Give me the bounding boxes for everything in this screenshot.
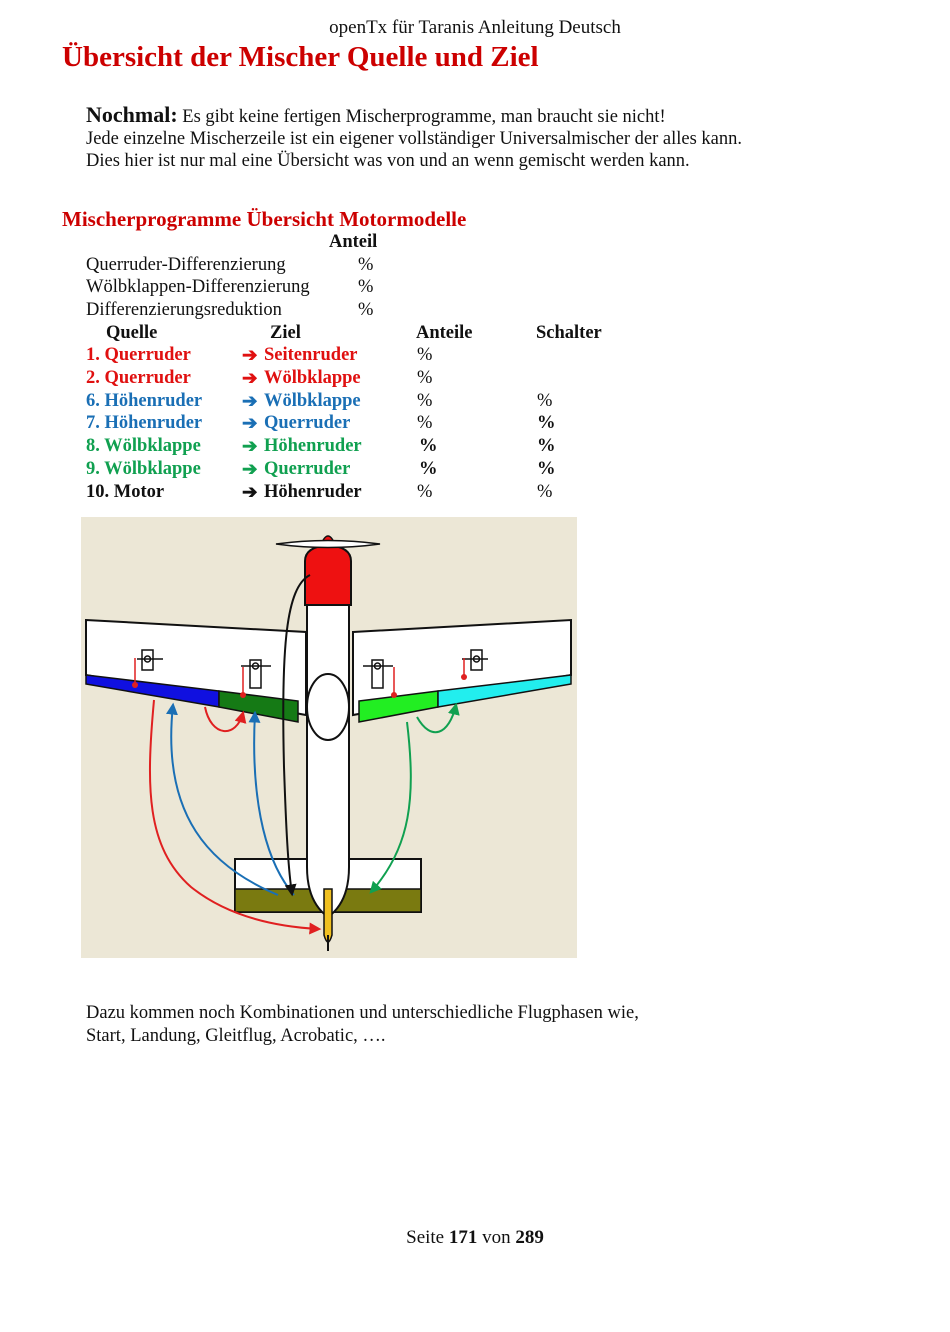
servo-icon xyxy=(363,659,393,689)
servo-icon xyxy=(137,649,163,671)
intro-line-1-text: Es gibt keine fertigen Mischerprogramme,… xyxy=(177,107,666,127)
canopy xyxy=(306,673,350,741)
mixer-target: Wölbklappe xyxy=(264,391,361,411)
mixer-switch: % xyxy=(537,391,553,411)
differential-label: Wölbklappen-Differenzierung xyxy=(86,277,310,297)
arrow-flap-to-aileron xyxy=(416,702,460,734)
page-prefix: Seite xyxy=(406,1227,449,1248)
mixer-target: Wölbklappe xyxy=(264,368,361,388)
column-header-shares: Anteile xyxy=(416,323,473,343)
arrow-icon: ➔ xyxy=(242,483,258,503)
arrow-elevator-to-flap xyxy=(248,710,295,896)
mixer-source: 7. Höhenruder xyxy=(86,413,203,433)
arrow-icon: ➔ xyxy=(242,437,258,457)
right-aileron xyxy=(437,674,572,708)
mixer-target: Querruder xyxy=(264,459,351,479)
page-number: Seite 171 von 289 xyxy=(0,1227,950,1249)
page-title: Übersicht der Mischer Quelle und Ziel xyxy=(62,41,539,73)
mixer-switch: % xyxy=(537,436,556,456)
mixer-switch: % xyxy=(537,413,556,433)
mixer-share: % xyxy=(417,413,433,433)
arrow-icon: ➔ xyxy=(242,369,258,389)
mixer-target: Seitenruder xyxy=(264,345,358,365)
servo-linkages xyxy=(134,658,465,695)
footer-text-line-2: Start, Landung, Gleitflug, Acrobatic, …. xyxy=(86,1026,386,1046)
intro-line-1: Nochmal: Es gibt keine fertigen Mischerp… xyxy=(86,102,666,128)
arrow-motor-to-elevator xyxy=(282,574,311,897)
differential-value: % xyxy=(358,277,374,297)
arrow-icon: ➔ xyxy=(242,414,258,434)
linkage-points xyxy=(132,674,467,698)
engine-cowling xyxy=(304,543,352,606)
mixer-source: 2. Querruder xyxy=(86,368,191,388)
page-total: 289 xyxy=(515,1227,544,1248)
arrow-aileron-to-flap xyxy=(204,706,247,732)
arrow-icon: ➔ xyxy=(242,346,258,366)
mixer-share: % xyxy=(419,459,438,479)
column-header-switch: Schalter xyxy=(536,323,602,343)
running-header: openTx für Taranis Anleitung Deutsch xyxy=(329,17,621,38)
anteil-header: Anteil xyxy=(329,232,378,252)
servo-icon xyxy=(462,649,488,671)
differential-value: % xyxy=(358,300,374,320)
arrow-elevator-to-aileron xyxy=(166,702,279,896)
differential-value: % xyxy=(358,255,374,275)
mixer-share: % xyxy=(417,482,433,502)
page-middle: von xyxy=(477,1227,516,1248)
intro-line-3: Dies hier ist nur mal eine Übersicht was… xyxy=(86,151,690,171)
mixer-switch: % xyxy=(537,459,556,479)
section-title: Mischerprogramme Übersicht Motormodelle xyxy=(62,207,467,231)
mixer-share: % xyxy=(417,345,433,365)
mixer-source: 6. Höhenruder xyxy=(86,391,203,411)
mixer-source: 8. Wölbklappe xyxy=(86,436,201,456)
fuselage xyxy=(306,576,350,919)
differential-label: Differenzierungsreduktion xyxy=(86,300,282,320)
mixer-source: 9. Wölbklappe xyxy=(86,459,201,479)
mixer-target: Querruder xyxy=(264,413,351,433)
footer-text-line-1: Dazu kommen noch Kombinationen und unter… xyxy=(86,1003,639,1023)
arrow-aileron-to-rudder xyxy=(149,699,322,935)
airplane-mixer-diagram xyxy=(81,517,577,958)
rudder xyxy=(323,888,333,943)
intro-line-2: Jede einzelne Mischerzeile ist ein eigen… xyxy=(86,129,742,149)
mixer-target: Höhenruder xyxy=(264,436,362,456)
mixer-target: Höhenruder xyxy=(264,482,362,502)
propeller xyxy=(275,539,381,549)
intro-lead: Nochmal: xyxy=(86,102,178,127)
mixer-share: % xyxy=(419,436,438,456)
mixer-source: 10. Motor xyxy=(86,482,165,502)
column-header-target: Ziel xyxy=(270,323,301,343)
mixer-share: % xyxy=(417,391,433,411)
differential-label: Querruder-Differenzierung xyxy=(86,255,286,275)
mixer-share: % xyxy=(417,368,433,388)
page-current: 171 xyxy=(448,1227,478,1248)
arrow-icon: ➔ xyxy=(242,460,258,480)
mixer-switch: % xyxy=(537,482,553,502)
mixer-source: 1. Querruder xyxy=(86,345,191,365)
servo-icon xyxy=(241,659,271,689)
arrow-icon: ➔ xyxy=(242,392,258,412)
arrow-flap-to-elevator xyxy=(369,721,412,894)
column-header-source: Quelle xyxy=(106,323,158,343)
left-flap xyxy=(218,690,299,723)
